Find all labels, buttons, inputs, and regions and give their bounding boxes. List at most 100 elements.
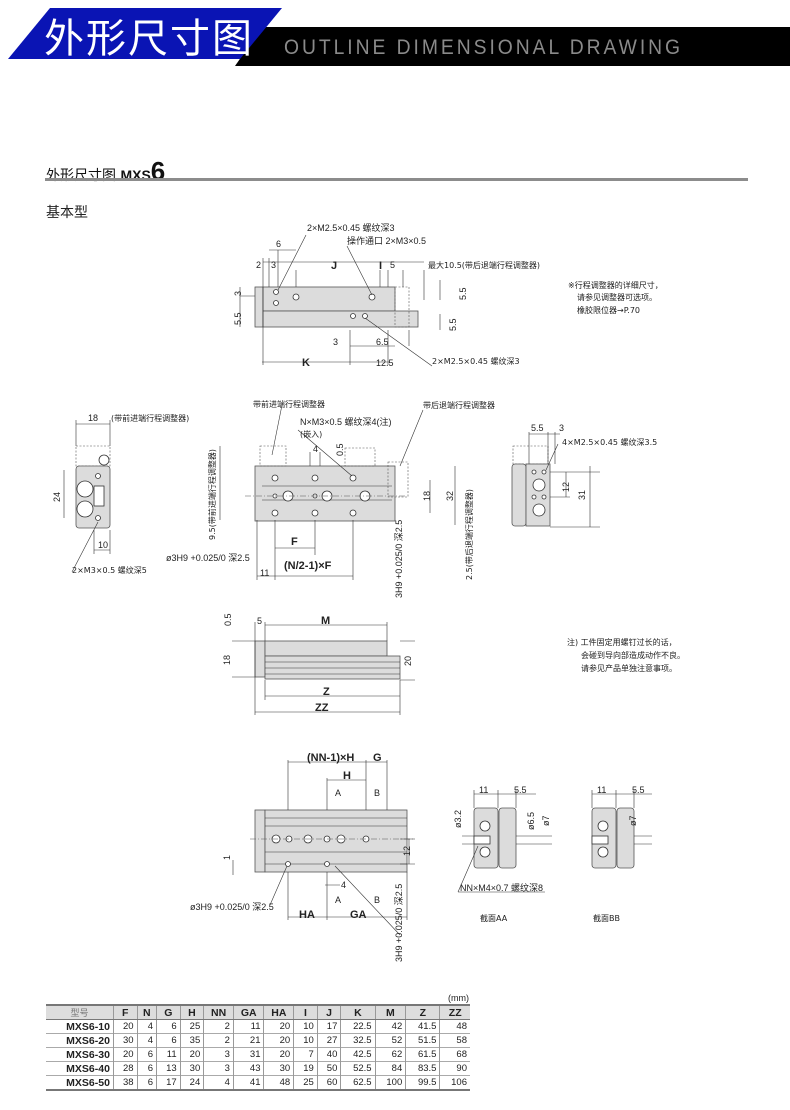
dimension-label: 3H9 +0.025/0 深2.5 — [394, 520, 404, 598]
value-cell: 48 — [439, 1019, 470, 1034]
rear-adjuster-outline — [394, 286, 410, 328]
dimension-label: 0.5 — [223, 613, 233, 626]
note-adjuster: ※行程调整器的详细尺寸， — [568, 280, 663, 290]
lower-view: (NN-1)×H G H A B 12 1 4 A B ø3H9 +0.025/… — [190, 752, 415, 962]
dimension-label: 2.5(带后退端行程调整器) — [464, 489, 474, 580]
value-cell: 52 — [374, 1033, 406, 1048]
dimension-label: 4 — [341, 880, 346, 890]
value-cell: 20 — [179, 1047, 204, 1062]
dimension-label: 4 — [313, 444, 318, 454]
dimension-label: (带前进端行程调整器) — [111, 413, 189, 423]
drawing-shape — [232, 622, 415, 715]
dimension-label: 18 — [88, 413, 98, 423]
value-cell: 58 — [439, 1033, 470, 1048]
dimension-label: 24 — [52, 492, 62, 502]
dim-GA: GA — [350, 909, 367, 921]
drawing-shape — [473, 835, 491, 845]
column-header: I — [293, 1004, 318, 1020]
dimension-label: 请参见调整器可选项。 — [577, 292, 657, 302]
end-view: 5.5 3 4×M2.5×0.45 螺纹深3.5 12 31 — [511, 423, 657, 528]
value-cell: 17 — [156, 1075, 181, 1090]
value-cell: 62 — [374, 1047, 406, 1062]
value-cell: 6 — [136, 1047, 157, 1062]
drawing-shape — [76, 500, 94, 518]
dimension-label: 3 — [271, 260, 276, 270]
label-thread-top: 2×M2.5×0.45 螺纹深3 — [307, 222, 395, 233]
dim-ZZ: ZZ — [315, 702, 329, 714]
value-cell: 41 — [232, 1075, 264, 1090]
drawing-shape — [368, 293, 376, 301]
value-cell: 52.5 — [340, 1061, 376, 1076]
value-cell: 68 — [439, 1047, 470, 1062]
dim-K: K — [302, 357, 310, 369]
drawing-shape — [528, 432, 600, 528]
drawing-shape — [479, 846, 491, 858]
dimension-label: B — [374, 788, 380, 798]
value-cell: 99.5 — [405, 1075, 440, 1090]
drawing-shape — [95, 473, 101, 479]
bottom-view: 0.5 5 M 18 20 Z ZZ 注) 工件固定用螺钉过长的话， 会碰到导向… — [222, 613, 685, 715]
value-cell: 6 — [156, 1033, 181, 1048]
value-cell: 17 — [316, 1019, 341, 1034]
label-nn-thread: NN×M4×0.7 螺纹深8 — [460, 882, 543, 893]
drawing-shape — [95, 515, 101, 521]
drawing-shape — [324, 861, 330, 867]
dimension-label: 12.5 — [376, 358, 394, 368]
dimension-label: 0.5 — [335, 443, 345, 456]
column-header: 型号 — [46, 1004, 114, 1020]
dimension-label: 橡胶限位器→P.70 — [577, 305, 640, 315]
drawing-shape — [264, 640, 388, 657]
dimension-label: 3 — [333, 337, 338, 347]
drawing-shape — [285, 861, 291, 867]
dim-J: J — [331, 260, 337, 272]
value-cell: 48 — [263, 1075, 294, 1090]
drawing-shape — [63, 420, 111, 573]
section-aa-label: 截面AA — [480, 913, 508, 923]
value-cell: 35 — [179, 1033, 204, 1048]
dimension-label: 带后退端行程调整器 — [423, 400, 495, 410]
label-port: 操作通口 2×M3×0.5 — [347, 235, 426, 246]
dimension-label: 31 — [577, 490, 587, 500]
drawing-shape — [262, 249, 425, 365]
dim-HA: HA — [299, 909, 315, 921]
model-cell: MXS6-20 — [66, 1034, 110, 1047]
dimension-label: 会碰到导向部造成动作不良。 — [581, 650, 685, 660]
dimension-label: 3 — [559, 423, 564, 433]
drawing-shape — [239, 234, 441, 367]
dimension-label: 6 — [276, 239, 281, 249]
dimension-label: 11 — [479, 785, 488, 795]
dimension-label: 带前进端行程调整器 — [253, 399, 325, 409]
drawing-shape — [541, 469, 547, 475]
drawing-shape — [273, 300, 279, 306]
value-cell: 20 — [263, 1047, 294, 1062]
table-unit: (mm) — [448, 993, 469, 1003]
drawing-shape — [387, 461, 409, 498]
column-header: G — [156, 1004, 181, 1020]
dimension-label: B — [374, 895, 380, 905]
value-cell: 10 — [293, 1019, 318, 1034]
column-header: GA — [232, 1004, 264, 1020]
header-title-cn: 外形尺寸图 — [44, 16, 254, 62]
dim-Z: Z — [323, 686, 330, 698]
value-cell: 10 — [293, 1033, 318, 1048]
dimension-label: 10 — [98, 540, 108, 550]
dimension-label: ø3H9 +0.025/0 深2.5 — [166, 553, 250, 563]
column-header: HA — [263, 1004, 294, 1020]
dimension-label: 5.5 — [233, 312, 243, 325]
section-divider — [45, 178, 748, 181]
section-subtitle: 基本型 — [46, 205, 88, 221]
value-cell: 43 — [232, 1061, 264, 1076]
dimension-label: 18 — [222, 655, 232, 665]
value-cell: 4 — [136, 1019, 157, 1034]
drawing-shape — [292, 293, 300, 301]
value-cell: 90 — [439, 1061, 470, 1076]
dimension-label: 3 — [233, 291, 243, 296]
value-cell: 51.5 — [405, 1033, 440, 1048]
drawing-shape — [76, 480, 94, 498]
section-bb-label: 截面BB — [593, 913, 620, 923]
drawing-shape — [479, 820, 491, 832]
value-cell: 42 — [374, 1019, 406, 1034]
